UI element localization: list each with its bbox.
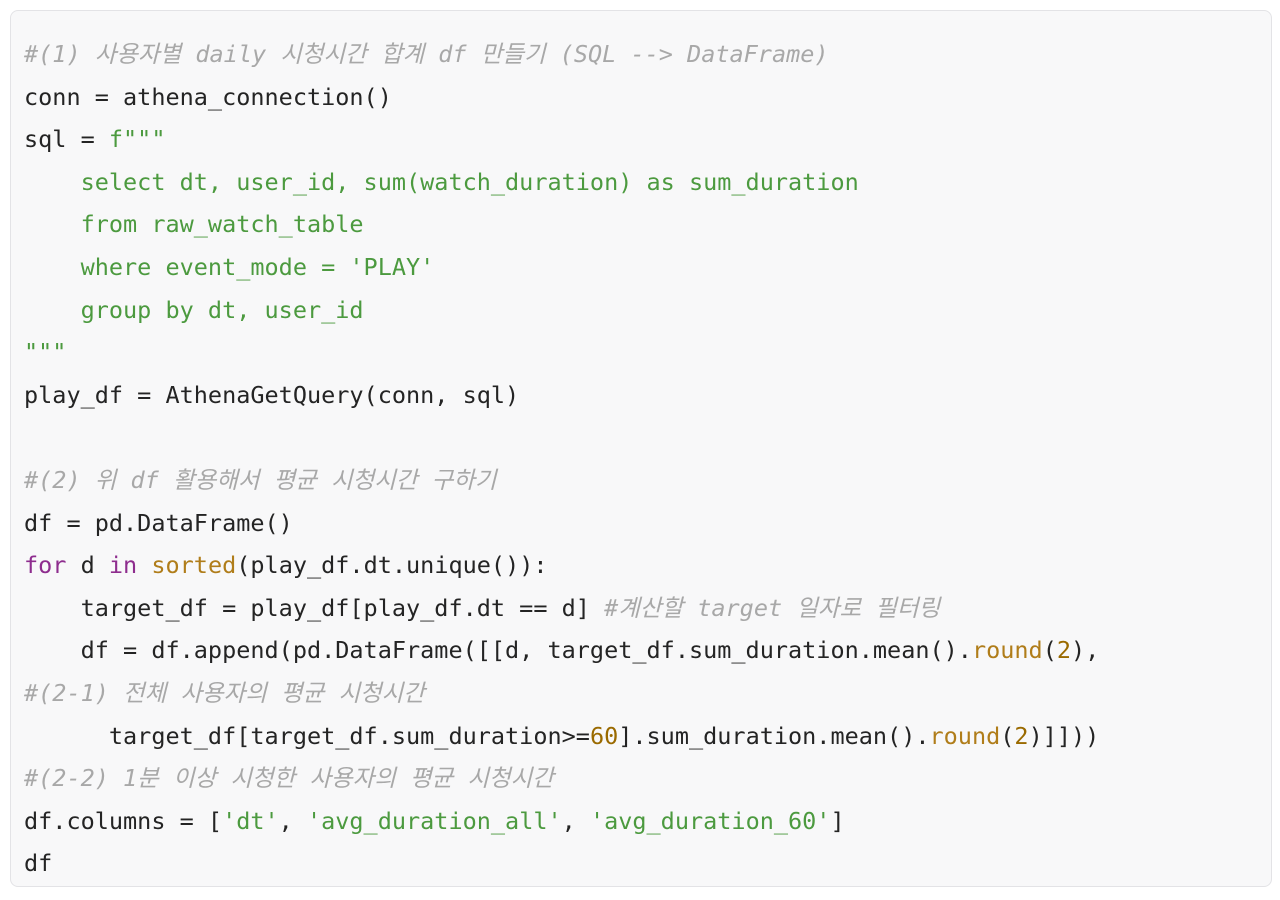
code-token-string: """ [24, 338, 67, 367]
code-token-string: 'dt' [222, 806, 279, 835]
code-line: ​ [24, 416, 1099, 459]
code-token-default: conn = athena_connection() [24, 82, 392, 111]
code-token-default: play_df = AthenaGetQuery(conn, sql) [24, 380, 520, 409]
code-line: sql = f""" [24, 118, 1099, 161]
code-token-default: df.columns = [ [24, 806, 223, 835]
code-line: play_df = AthenaGetQuery(conn, sql) [24, 374, 1099, 417]
code-token-comment: #(2-1) 전체 사용자의 평균 시청시간 [24, 678, 425, 707]
code-token-string: 'avg_duration_all' [306, 806, 562, 835]
code-line: df.columns = ['dt', 'avg_duration_all', … [24, 800, 1099, 843]
code-token-default: ( [1000, 721, 1015, 750]
code-line: group by dt, user_id [24, 289, 1099, 332]
code-token-default: sql = [24, 125, 109, 154]
code-token-builtin: round [971, 636, 1043, 665]
code-token-number: 60 [589, 721, 619, 750]
code-token-default: d [66, 551, 109, 580]
code-token-comment: #(2) 위 df 활용해서 평균 시청시간 구하기 [24, 465, 497, 494]
code-token-default: , [561, 806, 590, 835]
code-line: where event_mode = 'PLAY' [24, 246, 1099, 289]
code-lines: #(1) 사용자별 daily 시청시간 합계 df 만들기 (SQL --> … [24, 33, 1099, 885]
code-token-string: select dt, user_id, sum(watch_duration) … [24, 167, 859, 196]
code-line: df = df.append(pd.DataFrame([[d, target_… [24, 629, 1100, 672]
code-token-builtin: sorted [151, 551, 237, 580]
code-token-default: df [24, 849, 53, 878]
code-line: select dt, user_id, sum(watch_duration) … [24, 161, 1099, 204]
code-token-default: ].sum_duration.mean(). [618, 721, 930, 750]
code-line: #(1) 사용자별 daily 시청시간 합계 df 만들기 (SQL --> … [24, 33, 1099, 76]
code-line: #(2-2) 1분 이상 시청한 사용자의 평균 시청시간 [24, 757, 1099, 800]
code-token-default: df = df.append(pd.DataFrame([[d, target_… [24, 636, 972, 665]
code-token-default: ] [830, 806, 845, 835]
code-token-number: 2 [1056, 636, 1071, 665]
code-token-keyword: in [108, 551, 138, 580]
code-line: target_df = play_df[play_df.dt == d] #계산… [24, 587, 1099, 630]
code-token-string: where event_mode = 'PLAY' [24, 252, 435, 281]
code-token-default: , [278, 806, 307, 835]
code-token-comment: #(1) 사용자별 daily 시청시간 합계 df 만들기 (SQL --> … [24, 40, 829, 68]
code-token-default: target_df[target_df.sum_duration>= [24, 721, 590, 750]
code-line: df [24, 842, 1099, 885]
code-token-comment: #계산할 target 일자로 필터링 [604, 593, 941, 622]
code-token-comment: #(2-2) 1분 이상 시청한 사용자의 평균 시청시간 [24, 764, 554, 793]
code-token-builtin: round [929, 721, 1001, 750]
code-token-string: f""" [108, 125, 166, 154]
code-block: #(1) 사용자별 daily 시청시간 합계 df 만들기 (SQL --> … [10, 10, 1272, 887]
code-token-keyword: for [24, 551, 67, 580]
code-line: for d in sorted(play_df.dt.unique()): [24, 544, 1099, 587]
code-token-default: (play_df.dt.unique()): [236, 551, 548, 580]
code-token-default [137, 551, 151, 579]
code-line: """ [24, 331, 1099, 374]
code-line: from raw_watch_table [24, 203, 1099, 246]
code-token-default: df = pd.DataFrame() [24, 508, 293, 537]
code-token-default: )]])) [1028, 721, 1100, 750]
code-token-default: ( [1042, 636, 1057, 665]
code-line: #(2-1) 전체 사용자의 평균 시청시간 [24, 672, 1099, 715]
code-line: conn = athena_connection() [24, 76, 1099, 119]
code-token-default: target_df = play_df[play_df.dt == d] [24, 593, 605, 622]
code-token-default: ), [1071, 636, 1100, 665]
code-token-string: from raw_watch_table [24, 210, 364, 239]
code-line: #(2) 위 df 활용해서 평균 시청시간 구하기 [24, 459, 1099, 502]
code-line: df = pd.DataFrame() [24, 502, 1099, 545]
code-token-number: 2 [1014, 721, 1029, 750]
code-token-string: group by dt, user_id [24, 295, 364, 324]
code-token-string: 'avg_duration_60' [589, 806, 831, 835]
code-line: target_df[target_df.sum_duration>=60].su… [24, 715, 1099, 758]
